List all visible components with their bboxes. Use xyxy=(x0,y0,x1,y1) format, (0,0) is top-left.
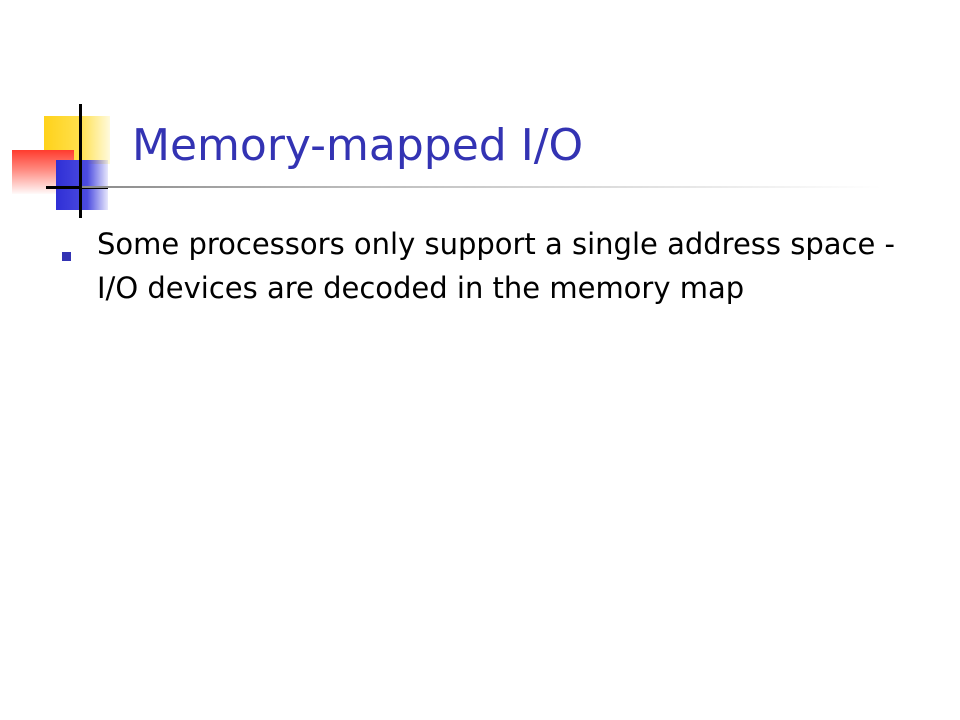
slide-logo-decoration xyxy=(0,0,200,230)
square-bullet-icon xyxy=(62,252,71,261)
bullet-list: Some processors only support a single ad… xyxy=(60,222,920,310)
bullet-text: Some processors only support a single ad… xyxy=(97,227,895,305)
title-underline xyxy=(82,186,882,188)
slide-title: Memory-mapped I/O xyxy=(132,120,584,171)
blue-square-shape xyxy=(56,160,108,210)
bullet-item: Some processors only support a single ad… xyxy=(60,222,920,310)
horizontal-rule-line xyxy=(46,186,108,189)
vertical-rule-line xyxy=(79,104,82,218)
